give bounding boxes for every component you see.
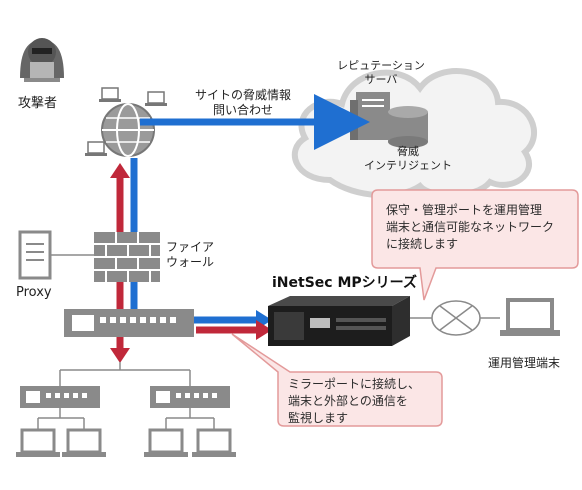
admin-laptop-icon [500, 298, 560, 336]
endpoint-laptop-icon [62, 428, 106, 457]
endpoint-laptop-icon [192, 428, 236, 457]
threat-database-icon [388, 106, 428, 148]
reputation-line1: レピュテーション [337, 59, 425, 72]
endpoint-laptop-icon [144, 428, 188, 457]
client-laptop-icon [99, 87, 121, 102]
threat-query-label: サイトの脅威情報 問い合わせ [168, 88, 318, 118]
callout-bottom-line2: 端末と外部との通信を [288, 394, 408, 408]
callout-management-port-text: 保守・管理ポートを運用管理 端末と通信可能なネットワーク に接続します [386, 202, 572, 253]
lan-lines [37, 362, 215, 430]
callout-top-line1: 保守・管理ポートを運用管理 [386, 203, 543, 217]
proxy-server-icon [18, 230, 94, 280]
access-switch-icon [150, 386, 230, 408]
reputation-server-icon [350, 92, 390, 140]
attacker-icon [20, 38, 64, 82]
callout-top-line3: に接続します [386, 237, 459, 251]
firewall-label: ファイア ウォール [166, 240, 214, 270]
callout-top-line2: 端末と通信可能なネットワーク [386, 220, 555, 234]
client-laptop-icon [85, 141, 107, 156]
internet-globe-icon [101, 103, 155, 157]
firewall-icon [94, 232, 160, 282]
callout-mirror-port-text: ミラーポートに接続し、 端末と外部との通信を 監視します [288, 376, 438, 427]
callout-management-port [371, 189, 579, 301]
callout-bottom-line3: 監視します [288, 411, 349, 425]
reputation-server-label: レピュテーション サーバ [318, 59, 444, 87]
access-switch-icon [20, 386, 100, 408]
threat-query-line2: 問い合わせ [212, 103, 273, 117]
threat-line1: 脅威 [397, 145, 419, 158]
network-hub-icon [431, 300, 481, 336]
core-switch-icon [64, 309, 194, 337]
endpoint-laptop-icon [16, 428, 60, 457]
threat-line2: インテリジェント [364, 159, 452, 172]
product-label: iNetSec MPシリーズ [272, 275, 417, 291]
admin-terminal-label: 運用管理端末 [488, 356, 561, 370]
reputation-line2: サーバ [364, 73, 398, 86]
firewall-line1: ファイア [166, 240, 215, 254]
callout-mirror-port [231, 333, 443, 427]
attacker-label: 攻撃者 [18, 96, 58, 111]
threat-query-line1: サイトの脅威情報 [194, 88, 291, 102]
inetsec-appliance-icon [268, 296, 410, 346]
client-laptop-icon [145, 91, 167, 106]
proxy-label: Proxy [16, 285, 52, 300]
firewall-line2: ウォール [166, 255, 215, 269]
threat-intelligence-label: 脅威 インテリジェント [356, 145, 460, 173]
callout-bottom-line1: ミラーポートに接続し、 [288, 377, 421, 391]
